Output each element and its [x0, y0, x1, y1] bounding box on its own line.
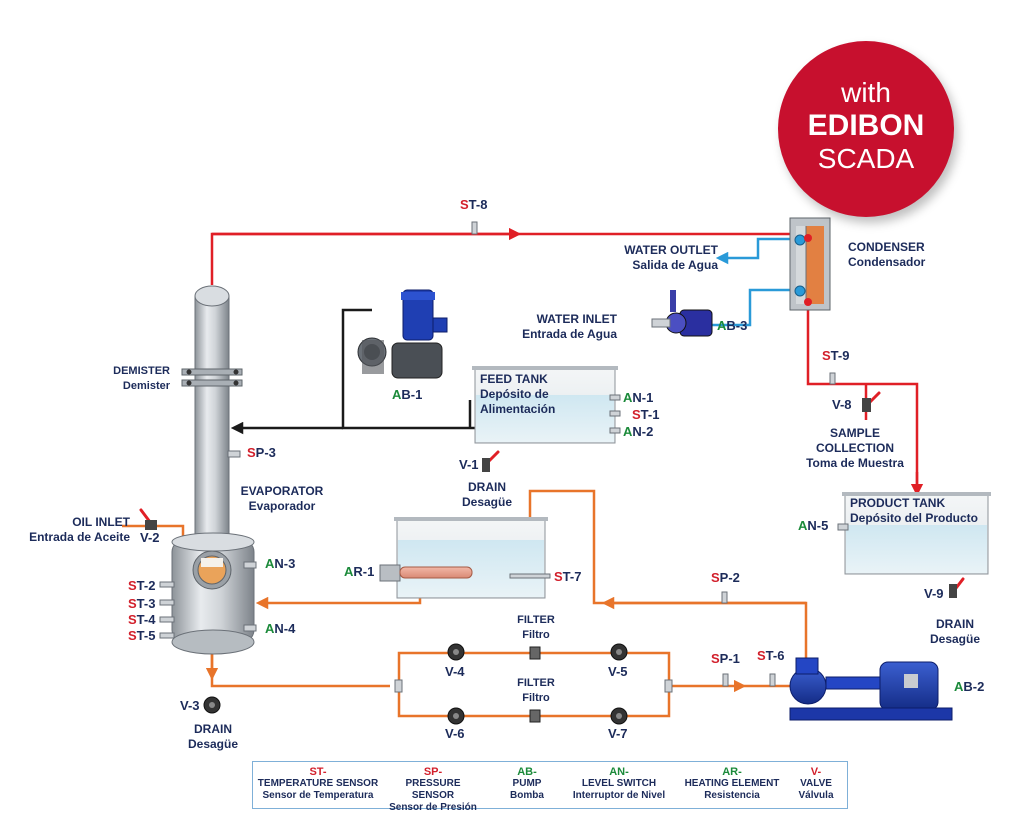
tag-an2: AN-2 — [623, 424, 654, 439]
badge-scada: SCADA — [817, 143, 915, 174]
badge-with: with — [841, 77, 891, 108]
tag-st8: ST-8 — [460, 197, 488, 212]
tag-st1: ST-1 — [632, 407, 660, 422]
tag-st6: ST-6 — [757, 648, 785, 663]
tag-ab3: AB-3 — [717, 318, 748, 333]
tag-v3: V-3 — [180, 698, 200, 713]
tag-st9: ST-9 — [822, 348, 850, 363]
badge-edibon: EDIBON — [807, 109, 925, 142]
vapor-line — [210, 227, 924, 497]
feed-line — [230, 308, 588, 435]
tag-an5: AN-5 — [798, 518, 829, 533]
heating-tank — [379, 517, 551, 599]
evaporator-sensors — [159, 450, 257, 639]
cooling-water-lines — [678, 237, 795, 327]
main-pump-ab2 — [789, 657, 953, 721]
tag-v2: V-2 — [140, 530, 160, 545]
tag-ab1: AB-1 — [392, 387, 423, 402]
tag-v1: V-1 — [459, 457, 479, 472]
tag-an1: AN-1 — [623, 390, 654, 405]
feed-tank — [472, 366, 621, 444]
tag-sp2: SP-2 — [711, 570, 740, 585]
tag-v6: V-6 — [445, 726, 465, 741]
tag-ar1: AR-1 — [344, 564, 375, 579]
tag-an4: AN-4 — [265, 621, 296, 636]
tag-st5: ST-5 — [128, 628, 156, 643]
tag-v7: V-7 — [608, 726, 628, 741]
condenser — [789, 217, 831, 311]
tag-v9: V-9 — [924, 586, 944, 601]
tag-st3: ST-3 — [128, 596, 156, 611]
tag-v5: V-5 — [608, 664, 628, 679]
tag-st4: ST-4 — [128, 612, 156, 627]
oil-lines — [122, 489, 808, 718]
tag-v4: V-4 — [445, 664, 465, 679]
tag-st2: ST-2 — [128, 578, 156, 593]
inline-sensors — [471, 221, 836, 687]
dosing-pump-ab1 — [357, 289, 448, 379]
tag-sp1: SP-1 — [711, 651, 740, 666]
product-tank — [837, 492, 991, 575]
evaporator-column — [171, 285, 255, 655]
tag-sp3: SP-3 — [247, 445, 276, 460]
valves — [139, 391, 965, 725]
tag-v8: V-8 — [832, 397, 852, 412]
water-pump-ab3 — [651, 290, 713, 337]
tag-st7: ST-7 — [554, 569, 582, 584]
tag-ab2: AB-2 — [954, 679, 985, 694]
tag-an3: AN-3 — [265, 556, 296, 571]
edibon-scada-badge: with EDIBON SCADA — [778, 41, 954, 217]
